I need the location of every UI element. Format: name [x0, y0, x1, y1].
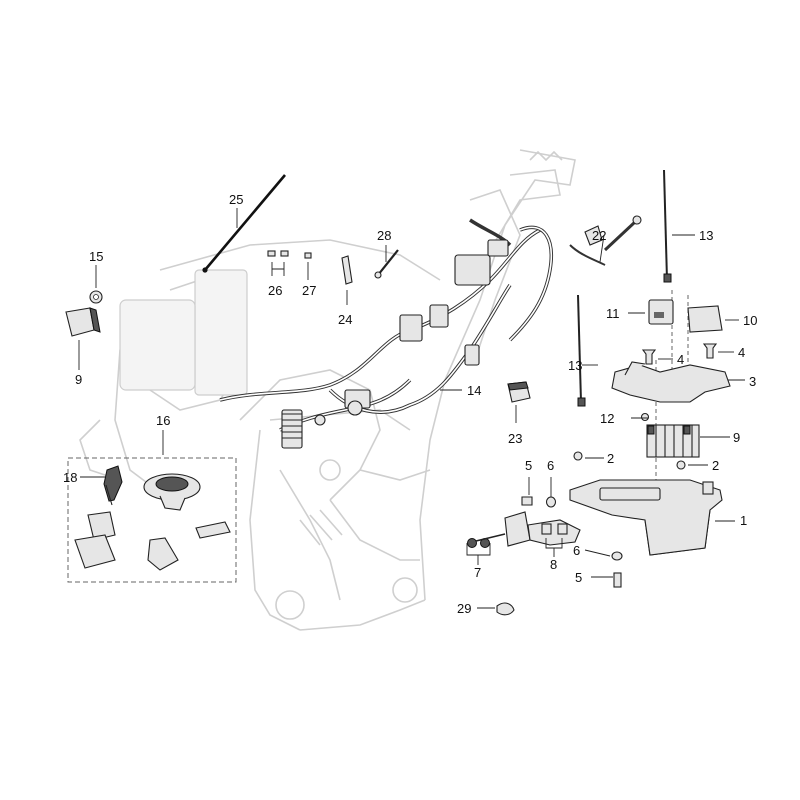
callout-27: 27	[302, 283, 316, 298]
relay-and-module	[648, 299, 723, 333]
screws-2	[573, 451, 686, 470]
mounting-bracket	[611, 361, 731, 403]
callout-2-upper: 2	[607, 451, 614, 466]
callout-1: 1	[740, 513, 747, 528]
callout-3: 3	[749, 374, 756, 389]
callout-24: 24	[338, 312, 352, 327]
callout-4-left: 4	[677, 352, 684, 367]
sensor-cable	[569, 215, 642, 266]
callout-13-mid: 13	[568, 358, 582, 373]
callout-5-lower: 5	[575, 570, 582, 585]
cable-tie-long	[202, 174, 286, 273]
screw-12	[640, 412, 650, 422]
leader-lines	[78, 208, 745, 609]
fuse-block-right	[646, 424, 700, 458]
callout-23: 23	[508, 431, 522, 446]
wiring-harness	[219, 218, 553, 449]
connector-cover	[507, 381, 531, 403]
callout-22: 22	[592, 228, 606, 243]
battery-tray	[569, 479, 723, 556]
long-bolt	[374, 245, 399, 279]
callout-25: 25	[229, 192, 243, 207]
callout-6-upper: 6	[547, 458, 554, 473]
callout-2-right: 2	[712, 458, 719, 473]
callout-6-lower: 6	[573, 543, 580, 558]
callout-labels: 1 2 2 3 4 4 5 5 6 6 7 8 9 9 10 11 12 13 …	[63, 192, 757, 616]
motorcycle-frame-outline	[79, 149, 576, 631]
clip-29	[496, 602, 515, 616]
callout-5-upper: 5	[525, 458, 532, 473]
fastener-pin	[341, 255, 353, 305]
callout-11: 11	[606, 306, 620, 321]
key-lock-set	[67, 457, 237, 583]
bolts-and-nuts	[521, 496, 623, 588]
callout-9-right: 9	[733, 430, 740, 445]
callout-4-right: 4	[738, 345, 745, 360]
fasteners-7-8	[467, 523, 568, 548]
callout-29: 29	[457, 601, 471, 616]
callout-16: 16	[156, 413, 170, 428]
left-small-parts	[65, 290, 103, 337]
callout-26: 26	[268, 283, 282, 298]
callout-14: 14	[467, 383, 481, 398]
push-rivets	[641, 343, 718, 365]
callout-15: 15	[89, 249, 103, 264]
callout-28: 28	[377, 228, 391, 243]
callout-18: 18	[63, 470, 77, 485]
callout-8: 8	[550, 557, 557, 572]
small-clips	[267, 250, 312, 280]
callout-12: 12	[600, 411, 614, 426]
callout-13-top: 13	[699, 228, 713, 243]
callout-9-left: 9	[75, 372, 82, 387]
callout-10: 10	[743, 313, 757, 328]
callout-7: 7	[474, 565, 481, 580]
